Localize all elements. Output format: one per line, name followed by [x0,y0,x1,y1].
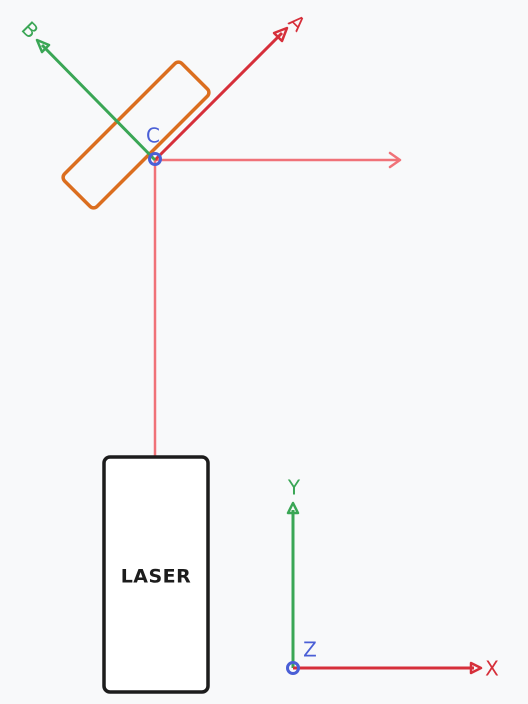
axis-z-marker [286,661,300,675]
point-c-label: C [146,124,160,148]
laser-body [102,455,210,694]
axis-y-label: Y [287,476,301,500]
axis-y-arrowhead [286,501,300,515]
axis-a-line [153,31,284,162]
axis-x-arrowhead [469,661,483,675]
axis-b-label: B [17,17,44,44]
laser-label: LASER [121,566,192,588]
axis-a-label: A [284,10,311,37]
point-c-marker [148,152,162,166]
mirror [61,60,211,210]
axis-a-arrowhead [272,26,289,43]
axis-b-line [40,43,157,162]
axis-z-label: Z [303,638,317,662]
reflected-beam-arrowhead [388,151,402,169]
axis-x-label: X [485,657,499,681]
axis-b-arrowhead [35,38,51,54]
